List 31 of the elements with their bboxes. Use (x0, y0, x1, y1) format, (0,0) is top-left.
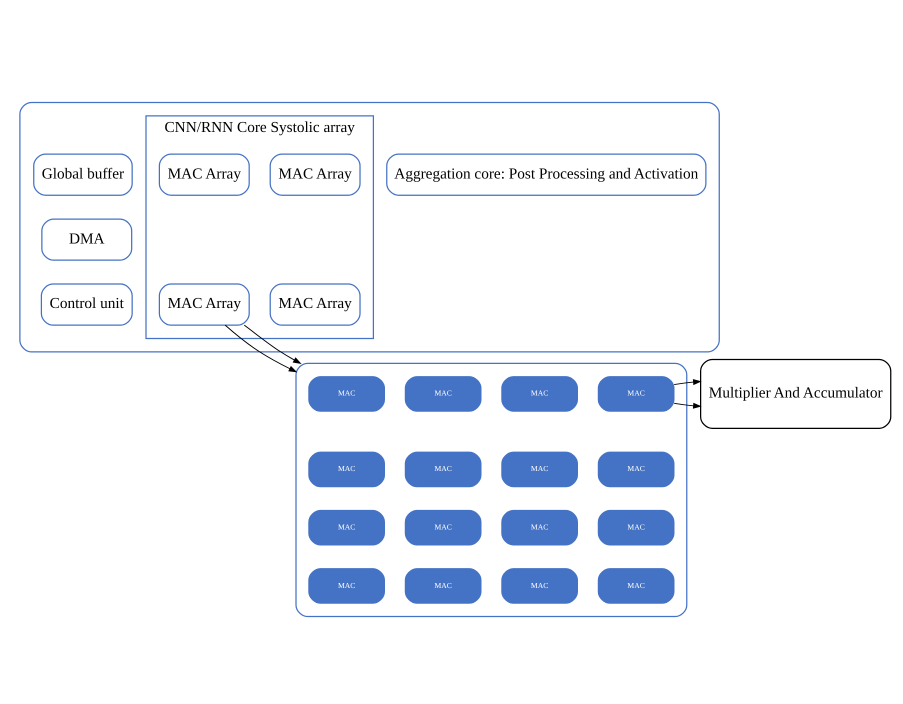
node-box: MAC Array (158, 283, 250, 326)
node-box: MAC (308, 376, 385, 412)
cluster (19, 102, 720, 352)
node-box: MAC (308, 568, 385, 604)
node-box: MAC (404, 452, 482, 488)
node-box: MAC (404, 376, 482, 412)
node-box: Global buffer (33, 154, 133, 196)
arrow (224, 324, 298, 372)
node-box: MAC Array (158, 154, 250, 196)
node-box: MAC (501, 568, 578, 604)
node-box: MAC (308, 510, 385, 546)
node-box: MAC (501, 376, 578, 412)
node-box: MAC (598, 376, 674, 412)
arrow (674, 379, 702, 386)
node-box: MAC (404, 510, 482, 546)
node-box: MAC (598, 452, 674, 488)
node-box: Aggregation core: Post Processing and Activation (386, 154, 706, 196)
node-box: Control unit (40, 283, 133, 326)
node-box: MAC Array (270, 283, 361, 326)
node-box: MAC (501, 510, 578, 546)
node-box: MAC Array (270, 154, 361, 196)
node-box: MAC (598, 568, 674, 604)
node-box: MAC (501, 452, 578, 488)
node-box: MAC (308, 452, 385, 488)
arrow (674, 402, 702, 409)
node-box: MAC (404, 568, 482, 604)
cluster (295, 362, 688, 618)
node-box: DMA (41, 218, 132, 261)
node-box: MAC (598, 510, 674, 546)
arrow (244, 324, 302, 364)
node-box: Multiplier And Accumulator (700, 358, 892, 429)
